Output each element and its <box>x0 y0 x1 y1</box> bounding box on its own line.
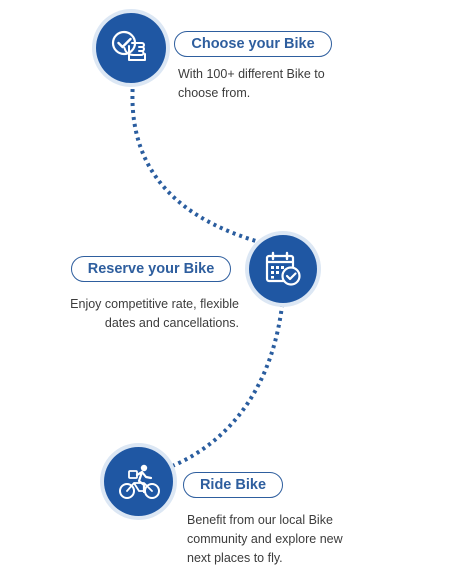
choose-bike-title: Choose your Bike <box>174 31 332 57</box>
reserve-bike-title: Reserve your Bike <box>71 256 231 282</box>
calendar-check-icon <box>265 251 301 286</box>
ride-bike-title: Ride Bike <box>183 472 283 498</box>
reserve-bike-description: Enjoy competitive rate, flexible dates a… <box>70 297 239 330</box>
hand-check-icon <box>111 30 146 61</box>
step-reserve-icon-circle <box>249 235 317 303</box>
choose-bike-description: With 100+ different Bike to choose from. <box>178 67 325 100</box>
cyclist-icon <box>118 464 160 499</box>
step-ride-icon-circle <box>104 447 173 516</box>
step-choose-icon-circle <box>96 13 166 83</box>
ride-bike-description: Benefit from our local Bike community an… <box>187 513 343 565</box>
